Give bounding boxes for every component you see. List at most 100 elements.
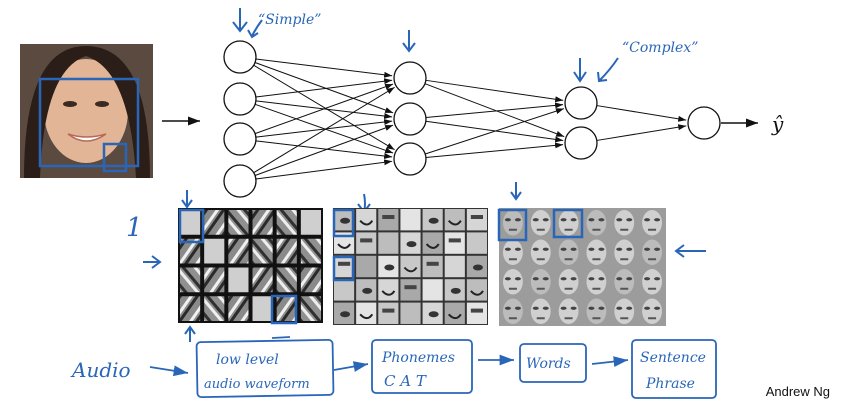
arrow-layer1 — [232, 8, 248, 33]
face-feature — [504, 306, 511, 310]
part-filter-cell — [356, 209, 377, 231]
arrow-left-in — [143, 255, 162, 269]
face-feature — [570, 218, 577, 222]
face-feature — [654, 277, 661, 281]
neuron-l1-2 — [393, 142, 427, 176]
stage-1-line2: C A T — [384, 372, 427, 390]
face-feature — [592, 258, 601, 261]
face-feature — [598, 306, 605, 310]
face-feature — [626, 277, 633, 281]
part-feature — [382, 215, 395, 219]
part-filter-cell — [334, 232, 355, 254]
part-feature — [382, 308, 395, 313]
arrow-layer3b — [597, 57, 619, 83]
highlight-box — [332, 255, 355, 282]
face-feature — [514, 218, 521, 222]
connection-1 — [425, 79, 564, 103]
pipeline-input: Audio — [70, 358, 131, 382]
face-feature — [644, 218, 651, 222]
edge-filter-cell — [204, 238, 225, 264]
face-feature — [644, 277, 651, 281]
connection-0 — [255, 159, 393, 180]
edge-filter-cell — [228, 267, 249, 293]
connection-0 — [253, 86, 395, 174]
face-feature — [598, 218, 605, 222]
face-feature — [536, 317, 545, 320]
face-feature — [564, 258, 573, 261]
face-feature — [588, 277, 595, 281]
edge-filter-cell — [180, 210, 201, 235]
face-feature — [570, 306, 577, 310]
arrow-layer3a — [573, 58, 587, 83]
part-feature — [362, 287, 373, 294]
face-feature — [542, 277, 549, 281]
face-feature — [648, 287, 657, 290]
neural-network — [223, 40, 758, 198]
face-feature — [586, 298, 607, 324]
edge-filter-cell — [300, 267, 321, 293]
face-feature — [542, 306, 549, 310]
annotation-complex: “Complex” — [622, 40, 698, 56]
part-filter-cell — [378, 302, 399, 324]
edge-filter-cell — [276, 296, 297, 321]
face-feature — [558, 269, 579, 295]
connection-1 — [424, 83, 565, 138]
face-feature — [592, 228, 601, 231]
connection-1 — [425, 102, 564, 119]
face-feature — [560, 306, 567, 310]
face-feature — [626, 247, 633, 251]
neuron-l3-0 — [687, 106, 721, 140]
face-feature — [560, 277, 567, 281]
stage-box-0 — [195, 338, 335, 399]
annotation-one: 1 — [126, 213, 143, 243]
face-feature — [570, 277, 577, 281]
neuron-l0-1 — [223, 82, 257, 116]
stage-3-line2: Phrase — [645, 376, 695, 392]
neuron-l1-1 — [393, 102, 427, 136]
arrow-layer2 — [402, 30, 416, 53]
part-feature — [404, 285, 417, 290]
face-feature — [570, 247, 577, 251]
part-filter-cell — [378, 209, 399, 231]
edge-filter-cell — [276, 238, 297, 264]
part-feature — [337, 243, 351, 249]
face-feature — [560, 247, 567, 251]
face-feature — [530, 298, 551, 324]
stage-box-3 — [631, 339, 717, 399]
face-feature — [614, 210, 635, 236]
highlight-box — [178, 208, 205, 244]
face-feature — [598, 277, 605, 281]
part-filter-cell — [356, 232, 377, 254]
part-feature — [406, 241, 417, 248]
part-filter-cell — [356, 302, 377, 324]
face-feature — [654, 247, 661, 251]
face-feature — [644, 247, 651, 251]
edge-filter-cell — [204, 210, 225, 235]
stage-1-line1: Phonemes — [381, 350, 455, 366]
face-feature — [536, 258, 545, 261]
highlight-box — [332, 208, 355, 238]
face-feature — [530, 210, 551, 236]
part-feature — [470, 308, 483, 313]
part-filter-cell — [334, 255, 355, 278]
part-filter-cell — [422, 232, 443, 254]
face-feature — [626, 218, 633, 222]
part-feature — [426, 261, 439, 266]
part-filter-cell — [378, 279, 399, 301]
neuron-l0-2 — [223, 122, 257, 156]
edge-filter-cell — [276, 210, 297, 235]
part-feature — [359, 219, 374, 226]
face-feature — [616, 306, 623, 310]
part-feature — [470, 290, 484, 296]
face-feature — [503, 298, 523, 324]
face-feature — [598, 247, 605, 251]
face-feature — [558, 239, 579, 265]
edge-filter-cell — [180, 267, 201, 293]
face-feature — [514, 247, 521, 251]
face-feature — [558, 298, 579, 324]
part-filter-cell — [466, 232, 487, 254]
face-feature — [588, 218, 595, 222]
face-feature — [642, 298, 662, 324]
connection-1 — [425, 142, 564, 159]
